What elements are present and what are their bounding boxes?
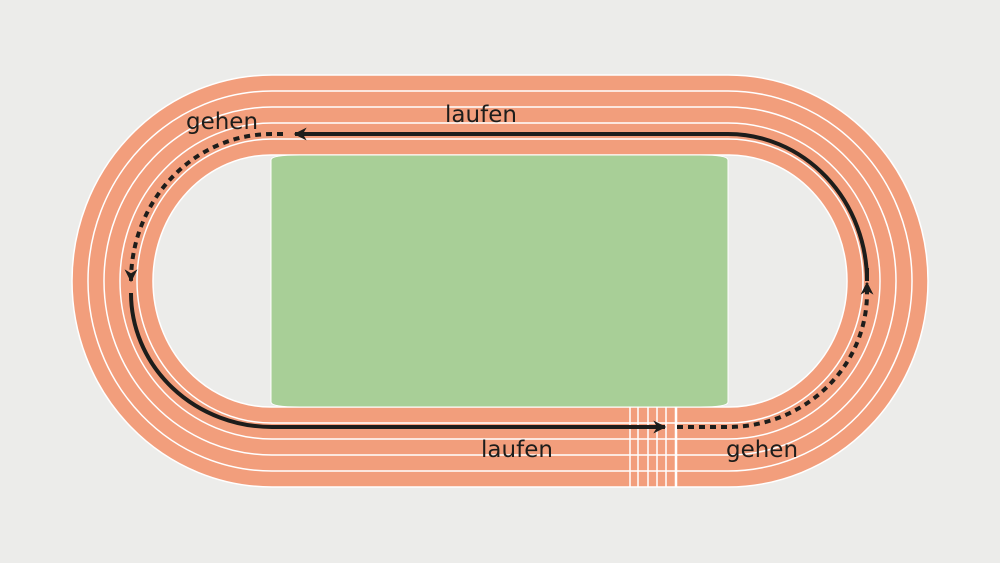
- lane-line: [119, 122, 881, 440]
- track: [71, 74, 929, 488]
- run-arrow-bottom: [129, 292, 667, 434]
- label-bottom-run: laufen: [481, 437, 553, 463]
- label-top-left-walk: gehen: [186, 109, 258, 135]
- label-bottom-right-walk: gehen: [726, 437, 798, 463]
- start-lines: [629, 407, 678, 487]
- label-top-run: laufen: [445, 102, 517, 128]
- football-field: [270, 154, 729, 408]
- lane-line: [103, 106, 897, 456]
- route-arrows: [124, 127, 874, 434]
- walk-arrow-top-left: [124, 132, 283, 283]
- run-arrow-top: [293, 127, 869, 282]
- walk-arrow-bottom-right: [677, 281, 874, 429]
- lane-line: [87, 90, 913, 472]
